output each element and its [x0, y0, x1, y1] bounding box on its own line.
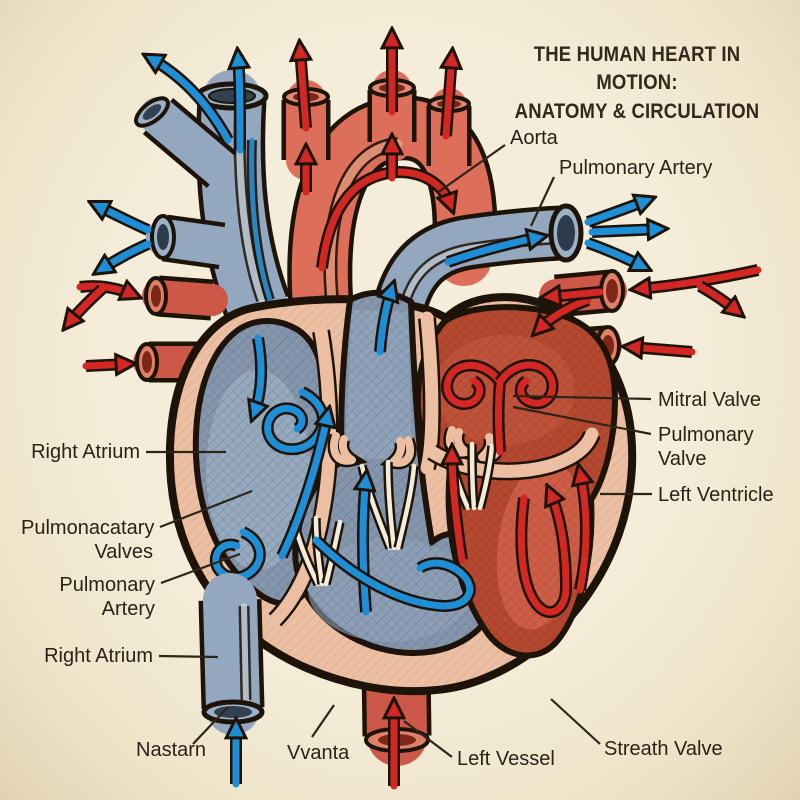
external-venous-arrows	[96, 56, 660, 788]
valve-cusp	[445, 426, 470, 457]
label-left-vessel: Left Vessel	[457, 748, 555, 770]
pulmonary-artery	[368, 203, 584, 353]
inferior-vena-cava	[198, 573, 265, 735]
label-streath-valve: Streath Valve	[604, 738, 723, 760]
venous-flow-arrow-pa	[444, 237, 540, 266]
venous-flow-arrows	[209, 288, 476, 616]
valve-cusp	[330, 432, 356, 465]
label-aorta: Aorta	[510, 127, 558, 149]
label-mitral-valve: Mitral Valve	[658, 389, 761, 411]
external-arterial-arrows	[68, 36, 762, 790]
label-right-atrium-upper: Right Atrium	[31, 441, 140, 463]
label-left-ventricle: Left Ventricle	[658, 484, 774, 506]
superior-vena-cava	[134, 70, 291, 338]
arterial-flow-arrow-arch	[306, 142, 451, 272]
label-pulmonary-artery-left: Pulmonary Artery	[59, 574, 155, 620]
label-pulmonacatary-valves: Pulmonacatary Valves	[21, 517, 155, 563]
label-vvanta: Vvanta	[287, 742, 350, 764]
valve-cusp	[389, 436, 415, 467]
right-atrium-chamber	[196, 321, 325, 604]
heart-body	[170, 288, 632, 691]
poster-title-line1: THE HUMAN HEART IN MOTION:	[533, 42, 741, 95]
poster-title: THE HUMAN HEART IN MOTION: ANATOMY & CIR…	[499, 40, 774, 125]
label-nastarn: Nastarn	[136, 739, 207, 761]
leader-lines	[146, 144, 652, 758]
poster-title-line2: ANATOMY & CIRCULATION	[514, 98, 760, 123]
arterial-flow-arrows	[447, 294, 588, 618]
label-pulmonary-artery-right: Pulmonary Artery	[559, 157, 713, 179]
label-right-atrium-lower: Right Atrium	[44, 645, 153, 667]
label-pulmonary-valve: Pulmonary Valve	[658, 424, 754, 470]
